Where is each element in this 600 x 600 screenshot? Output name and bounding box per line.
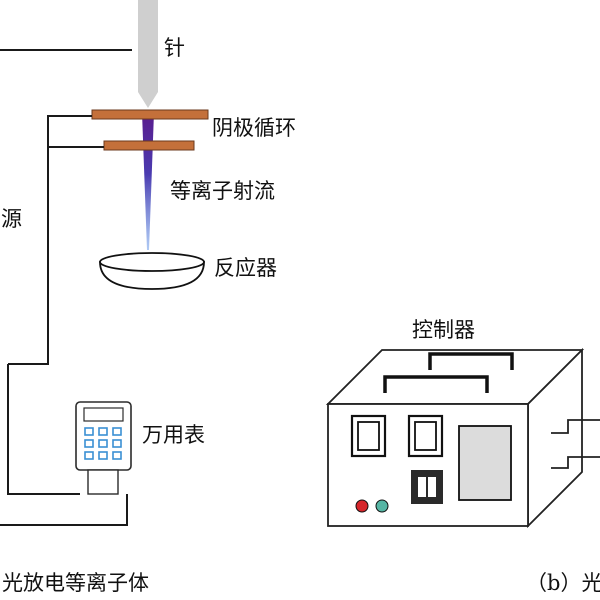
- cathode-plate-top: [91, 109, 209, 120]
- multimeter-wire-left: [7, 364, 80, 495]
- plate-wire-top: [8, 115, 92, 365]
- plasma-jet: [142, 112, 154, 250]
- needle-icon: [138, 0, 158, 108]
- cathode-label: 阴极循环: [212, 116, 296, 140]
- multimeter-wire-right: [0, 494, 128, 526]
- needle-label: 针: [164, 36, 185, 60]
- reactor-label: 反应器: [214, 256, 277, 280]
- controller-label: 控制器: [412, 318, 475, 342]
- caption-a: 光放电等离子体: [2, 571, 149, 595]
- caption-b: （b）光: [526, 571, 600, 595]
- power-source-label: 源: [1, 207, 22, 231]
- indicator-light-red: [355, 499, 369, 513]
- cathode-plate-bottom: [103, 140, 195, 151]
- controller-wire-bottom: [551, 456, 600, 469]
- plasma-jet-label: 等离子射流: [170, 179, 275, 203]
- indicator-light-teal: [375, 499, 389, 513]
- reactor-dish-icon: [99, 252, 205, 290]
- controller-box-icon: [325, 347, 585, 529]
- controller-wire-top: [551, 419, 600, 434]
- multimeter-label: 万用表: [142, 423, 205, 447]
- multimeter-icon: [75, 401, 132, 495]
